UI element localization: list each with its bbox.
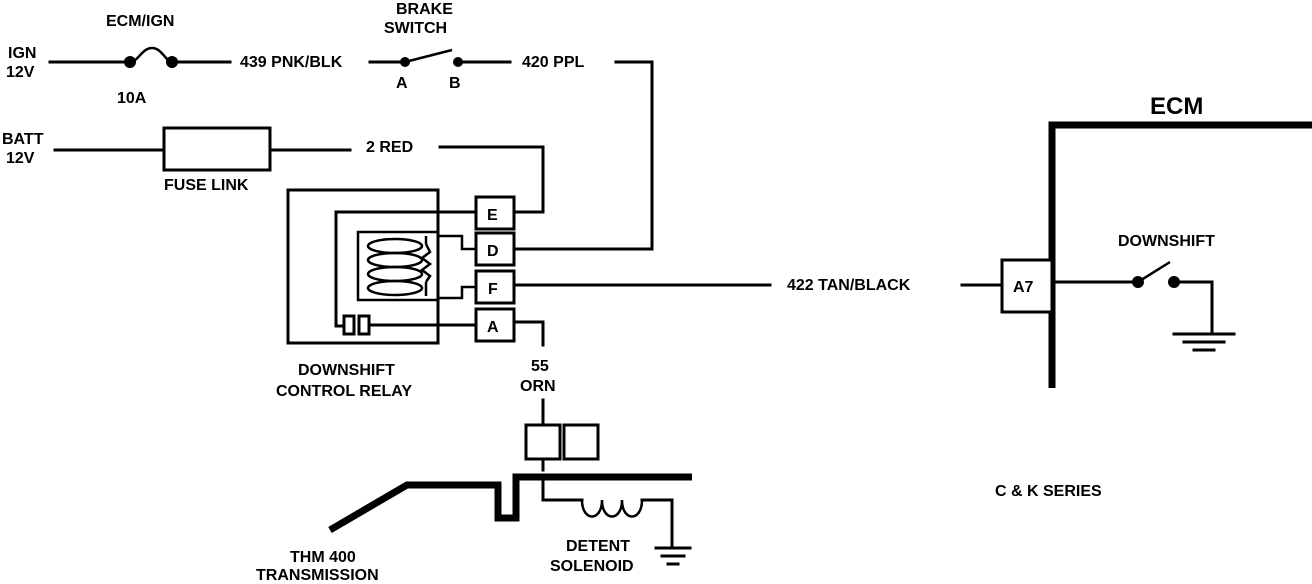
ign-feed: IGN 12V ECM/IGN 10A 439 PNK/BLK	[6, 13, 407, 107]
ecm-outline	[1048, 121, 1312, 388]
wire-439-label: 439 PNK/BLK	[240, 54, 343, 71]
relay-resistor-icon	[419, 243, 433, 283]
wire-420-label: 420 PPL	[522, 54, 584, 71]
downshift-control-relay: E D F A DOWNSHIFT CONTROL RELAY	[276, 188, 516, 400]
wire-55-color-label: ORN	[520, 378, 556, 395]
ecm-ign-fuse-symbol	[129, 46, 173, 64]
ecm-label: ECM	[1150, 93, 1203, 120]
relay-pin-f	[474, 269, 516, 305]
relay-pin-d-label: D	[487, 243, 499, 260]
ign-voltage-label: 12V	[6, 64, 35, 81]
brake-switch-label-2: SWITCH	[384, 20, 447, 37]
fuse-link-label: FUSE LINK	[164, 177, 249, 194]
ecm-downshift-switch-contact	[1137, 260, 1171, 284]
connector-left	[524, 423, 562, 461]
relay-pin-d	[474, 231, 516, 267]
relay-pin-f-label: F	[488, 281, 498, 298]
solenoid-label-2: SOLENOID	[550, 558, 634, 575]
ecm-pin-a7	[1000, 258, 1054, 314]
wire-55: 55 ORN	[514, 320, 556, 427]
relay-pin-e	[474, 195, 516, 231]
transmission-assembly: THM 400 TRANSMISSION DETENT SOLENOID	[256, 423, 692, 584]
wire-55-label: 55	[531, 358, 549, 375]
relay-pin-a	[474, 307, 516, 343]
ecm-ign-fuse-label: ECM/IGN	[106, 13, 174, 30]
ecm-ground-icon	[1172, 332, 1236, 352]
batt-feed: BATT 12V FUSE LINK 2 RED	[2, 126, 545, 214]
series-label: C & K SERIES	[995, 483, 1102, 500]
solenoid-ground-icon	[654, 546, 692, 566]
transmission-label: THM 400	[290, 549, 356, 566]
relay-label: DOWNSHIFT	[298, 362, 395, 379]
relay-coil-frame	[356, 230, 440, 302]
ecm-pin-a7-label: A7	[1013, 279, 1034, 296]
ecm-downshift-label: DOWNSHIFT	[1118, 233, 1215, 250]
brake-switch-contact	[404, 48, 453, 64]
solenoid-label: DETENT	[566, 538, 630, 555]
brake-switch: BRAKE SWITCH A B 420 PPL	[384, 1, 654, 251]
relay-label-2: CONTROL RELAY	[276, 383, 412, 400]
transmission-label-2: TRANSMISSION	[256, 567, 379, 584]
brake-pin-b-label: B	[449, 75, 461, 92]
ign-label: IGN	[8, 45, 36, 62]
relay-pin-a-label: A	[487, 319, 499, 336]
detent-solenoid-coil-icon	[580, 499, 644, 518]
wire-422-label: 422 TAN/BLACK	[787, 277, 911, 294]
batt-voltage-label: 12V	[6, 150, 35, 167]
batt-label: BATT	[2, 131, 44, 148]
brake-pin-a-label: A	[396, 75, 408, 92]
transmission-case	[328, 473, 692, 534]
relay-pin-e-label: E	[487, 207, 498, 224]
fuse-rating-label: 10A	[117, 90, 147, 107]
connector-right	[562, 423, 600, 461]
relay-coil-icon	[366, 237, 424, 297]
brake-switch-label: BRAKE	[396, 1, 453, 18]
relay-diode-left	[342, 314, 356, 336]
ecm-block: ECM A7 DOWNSHIFT	[1000, 93, 1312, 388]
wire-422: 422 TAN/BLACK	[514, 277, 1004, 294]
fuse-link-symbol	[162, 126, 272, 172]
wire-2-label: 2 RED	[366, 139, 413, 156]
